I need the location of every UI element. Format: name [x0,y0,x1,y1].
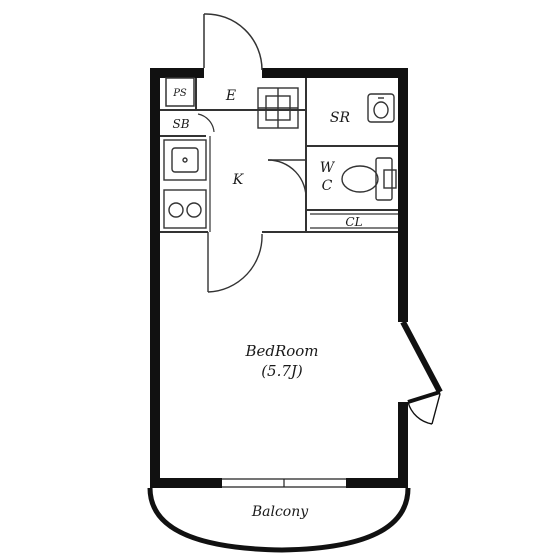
bedroom-size-label: (5.7J) [261,362,303,380]
kitchen-label: K [232,172,245,188]
shoe-box-label: SB [172,117,189,131]
outer-walls [150,68,408,488]
ps-label: PS [172,88,187,99]
entrance-label: E [225,88,236,104]
side-door[interactable] [400,320,443,425]
wc-label-line2: C [322,178,333,194]
wc-label-line1: W [320,160,336,176]
entrance-step-icon [257,87,299,129]
bottom-wall-right [346,478,408,488]
balcony-outline [147,487,411,553]
bedroom-label: BedRoom [244,342,318,360]
interior-walls [160,78,398,233]
left-wall [150,68,160,488]
bedroom-door[interactable] [207,232,263,293]
closet-rail [310,213,398,229]
wc-door[interactable] [267,159,307,201]
entrance-door[interactable] [203,13,263,71]
balcony-label: Balcony [251,504,309,520]
stove-icon [163,189,207,229]
ps-box [165,77,195,107]
right-wall-lower [398,402,408,488]
washbasin-icon [367,93,395,123]
top-wall-left [150,68,204,78]
top-wall-right [262,68,408,78]
sink-icon [163,139,207,181]
closet-label: CL [345,215,362,229]
storage-room-label: SR [330,110,351,126]
balcony-window [222,478,346,488]
shoe-box-door[interactable] [197,113,215,133]
right-wall-upper [398,68,408,322]
bottom-wall-left [150,478,222,488]
toilet-icon [341,157,397,201]
